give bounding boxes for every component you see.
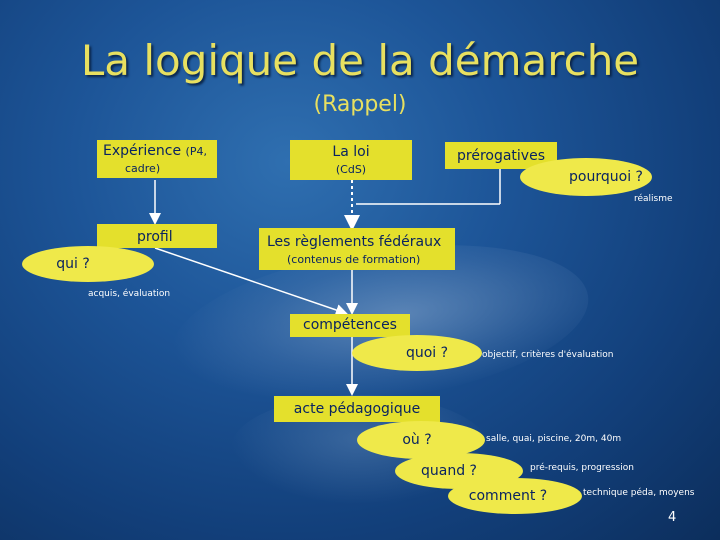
comment-oval: comment ? [448, 478, 582, 514]
technique-note: technique péda, moyens [583, 488, 695, 498]
objectif-note: objectif, critères d'évaluation [482, 350, 614, 360]
experience-box: Expérience (P4, cadre) [97, 140, 217, 178]
acte-label: acte pédagogique [293, 401, 421, 417]
quand-label: quand ? [421, 463, 477, 479]
loi-box: La loi (CdS) [290, 140, 412, 180]
pourquoi-label: pourquoi ? [569, 169, 643, 185]
reglements-box: Les règlements fédéraux (contenus de for… [259, 228, 455, 270]
ou-oval: où ? [357, 421, 485, 459]
profil-label: profil [137, 229, 173, 245]
competences-box: compétences [290, 314, 410, 337]
prerequis-note: pré-requis, progression [530, 463, 634, 473]
experience-label: Expérience [103, 143, 182, 159]
loi-label: La loi [332, 144, 370, 160]
quoi-label: quoi ? [405, 345, 449, 361]
loi-sublabel: (CdS) [335, 163, 367, 176]
pourquoi-oval: pourquoi ? [520, 158, 652, 196]
experience-sublabel: cadre) [125, 162, 161, 175]
slide-title: La logique de la démarche [80, 36, 640, 85]
slide-subtitle: (Rappel) [313, 92, 407, 117]
qui-oval: qui ? [22, 246, 154, 282]
acte-box: acte pédagogique [274, 396, 440, 422]
reglements-sublabel: (contenus de formation) [287, 253, 421, 266]
quoi-oval: quoi ? [352, 335, 482, 371]
profil-box: profil [97, 224, 217, 248]
arrow-profil-competences [154, 247, 348, 316]
prerogatives-label: prérogatives [457, 148, 545, 164]
competences-label: compétences [303, 317, 397, 333]
reglements-label: Les règlements fédéraux [267, 234, 442, 250]
salle-note: salle, quai, piscine, 20m, 40m [486, 434, 622, 444]
experience-label-small: (P4, [185, 145, 207, 158]
ou-label: où ? [402, 432, 432, 448]
comment-label: comment ? [468, 488, 548, 504]
realisme-note: réalisme [634, 194, 673, 204]
qui-label: qui ? [56, 256, 90, 272]
page-number: 4 [668, 510, 677, 525]
acquis-note: acquis, évaluation [88, 289, 171, 299]
